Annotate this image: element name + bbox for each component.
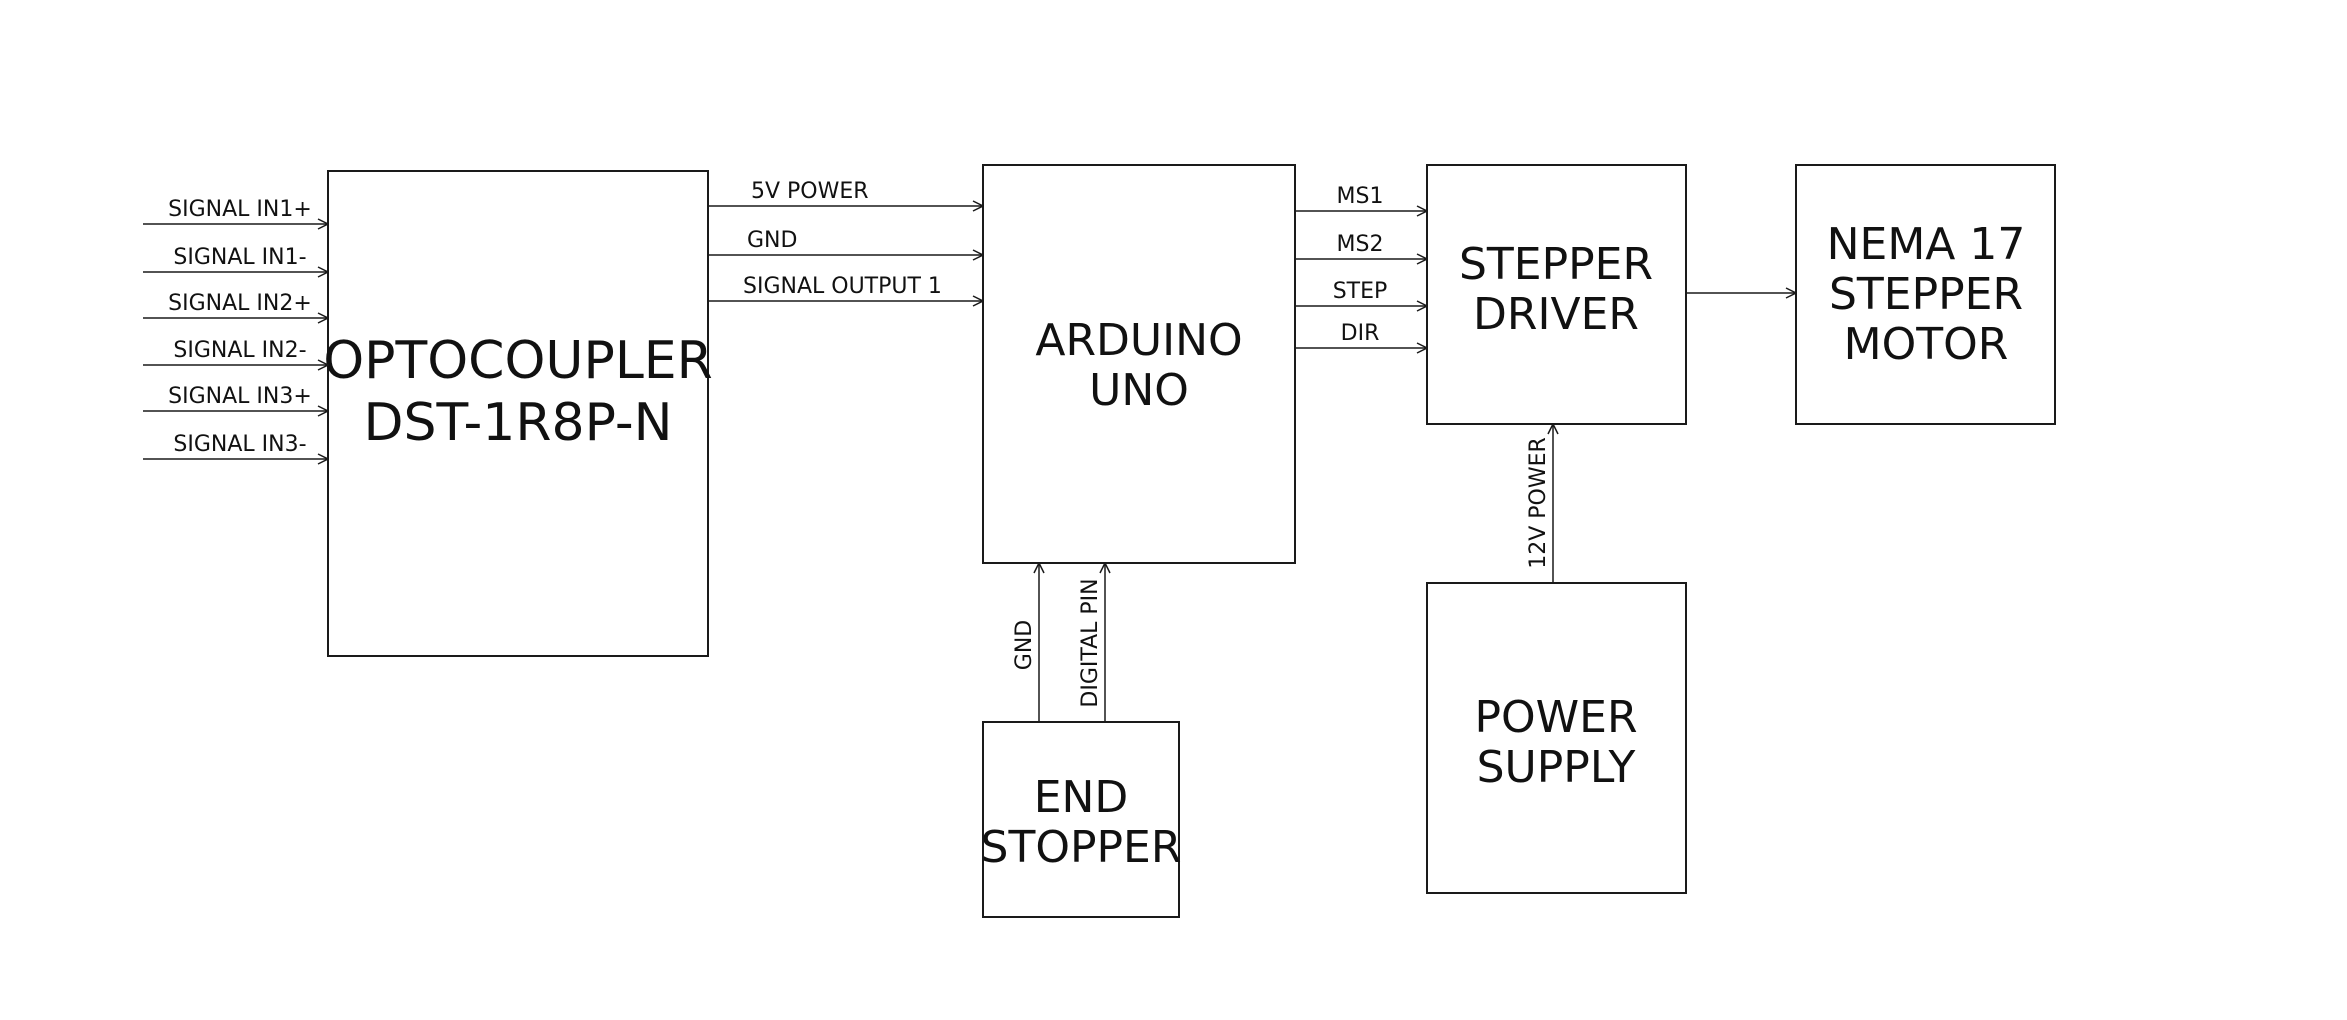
gnd-label: GND [747, 228, 797, 253]
arduino-to-driver-wires: MS1 MS2 STEP DIR [1295, 184, 1427, 348]
stepper-driver-block: STEPPER DRIVER [1426, 164, 1687, 425]
signal-output-1-label: SIGNAL OUTPUT 1 [743, 274, 942, 299]
stepper-driver-label-line1: STEPPER [1459, 239, 1653, 290]
signal-in2-plus-label: SIGNAL IN2+ [168, 291, 312, 316]
opto-to-arduino-wires: 5V POWER GND SIGNAL OUTPUT 1 [708, 179, 983, 301]
arduino-label-line1: ARDUINO [1035, 315, 1242, 366]
optocoupler-label-line1: OPTOCOUPLER [323, 331, 713, 391]
arduino-label-line2: UNO [1089, 365, 1189, 416]
step-label: STEP [1333, 279, 1388, 304]
optocoupler-block: OPTOCOUPLER DST-1R8P-N [323, 170, 713, 657]
signal-input-wires: SIGNAL IN1+ SIGNAL IN1- SIGNAL IN2+ SIGN… [143, 197, 328, 459]
signal-in1-minus-label: SIGNAL IN1- [173, 245, 306, 270]
end-stopper-label-line1: END [1034, 772, 1129, 823]
signal-in2-minus-label: SIGNAL IN2- [173, 338, 306, 363]
arduino-uno-block: ARDUINO UNO [982, 164, 1296, 564]
dir-label: DIR [1341, 321, 1380, 346]
optocoupler-label-line2: DST-1R8P-N [364, 393, 673, 453]
power-supply-label-line1: POWER [1474, 692, 1637, 743]
5v-power-label: 5V POWER [751, 179, 869, 204]
stepper-driver-label-line2: DRIVER [1473, 289, 1639, 340]
digital-pin-label: DIGITAL PIN [1078, 578, 1103, 707]
signal-in1-plus-label: SIGNAL IN1+ [168, 197, 312, 222]
nema17-motor-block: NEMA 17 STEPPER MOTOR [1795, 164, 2056, 425]
power-supply-block: POWER SUPPLY [1426, 582, 1687, 894]
ms2-label: MS2 [1337, 232, 1384, 257]
end-stopper-block: END STOPPER [981, 721, 1182, 918]
endstop-gnd-label: GND [1012, 620, 1037, 670]
ms1-label: MS1 [1337, 184, 1384, 209]
nema17-label-line2: STEPPER [1829, 269, 2023, 320]
endstop-to-arduino-wires: GND DIGITAL PIN [1012, 563, 1105, 722]
psu-to-driver-wire-group: 12V POWER [1526, 424, 1553, 583]
12v-power-label: 12V POWER [1526, 437, 1551, 569]
nema17-label-line1: NEMA 17 [1827, 219, 2026, 270]
power-supply-label-line2: SUPPLY [1477, 742, 1636, 793]
signal-in3-minus-label: SIGNAL IN3- [173, 432, 306, 457]
end-stopper-label-line2: STOPPER [981, 822, 1182, 873]
nema17-label-line3: MOTOR [1844, 319, 2009, 370]
signal-in3-plus-label: SIGNAL IN3+ [168, 384, 312, 409]
